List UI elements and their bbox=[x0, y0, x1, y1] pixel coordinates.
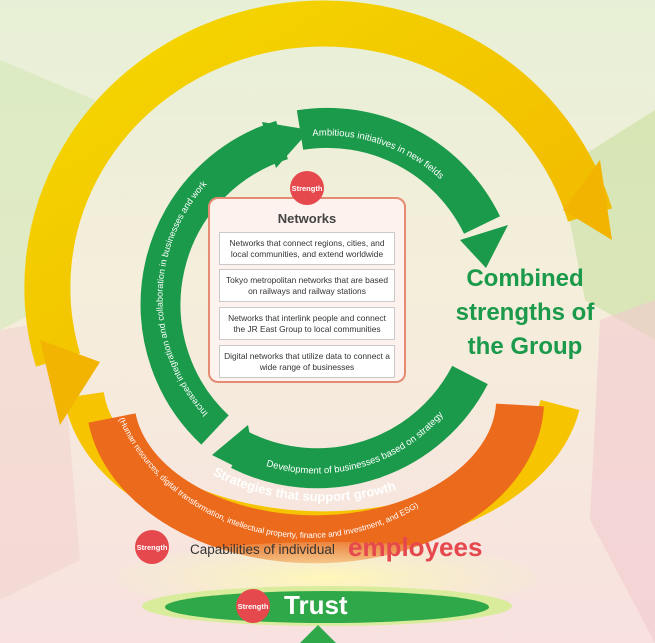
network-item-3: Networks that interlink people and conne… bbox=[219, 307, 395, 340]
outer-yellow-arrowhead-left bbox=[40, 340, 100, 425]
capabilities-emphasis: employees bbox=[348, 532, 483, 562]
green-arrowhead-bottom bbox=[212, 425, 258, 478]
trust-arrow-up bbox=[300, 625, 336, 643]
outer-yellow-arrowhead-right bbox=[563, 160, 612, 240]
strategies-band bbox=[88, 402, 544, 564]
network-item-2: Tokyo metropolitan networks that are bas… bbox=[219, 269, 395, 302]
green-arrow-top bbox=[296, 107, 501, 235]
green-arrowhead-left bbox=[262, 122, 310, 168]
background-ray-right-low bbox=[590, 300, 655, 643]
trust-strength-badge: Strength bbox=[236, 589, 270, 623]
green-arrow-left bbox=[140, 120, 289, 445]
combined-strengths-label: Combined strengths of the Group bbox=[455, 265, 595, 360]
network-item-4: Digital networks that utilize data to co… bbox=[219, 345, 395, 378]
trust-label: Trust bbox=[284, 590, 348, 620]
capabilities-label: Capabilities of individual bbox=[190, 542, 335, 557]
networks-title: Networks bbox=[277, 211, 337, 226]
networks-strength-badge: Strength bbox=[290, 171, 324, 205]
green-arrowhead-top bbox=[460, 225, 508, 268]
networks-box: Networks Networks that connect regions, … bbox=[208, 197, 406, 383]
network-item-1: Networks that connect regions, cities, a… bbox=[219, 232, 395, 265]
capabilities-strength-badge: Strength bbox=[135, 530, 169, 564]
outer-yellow-arc bbox=[24, 0, 613, 367]
green-arrow-bottom bbox=[231, 365, 488, 489]
